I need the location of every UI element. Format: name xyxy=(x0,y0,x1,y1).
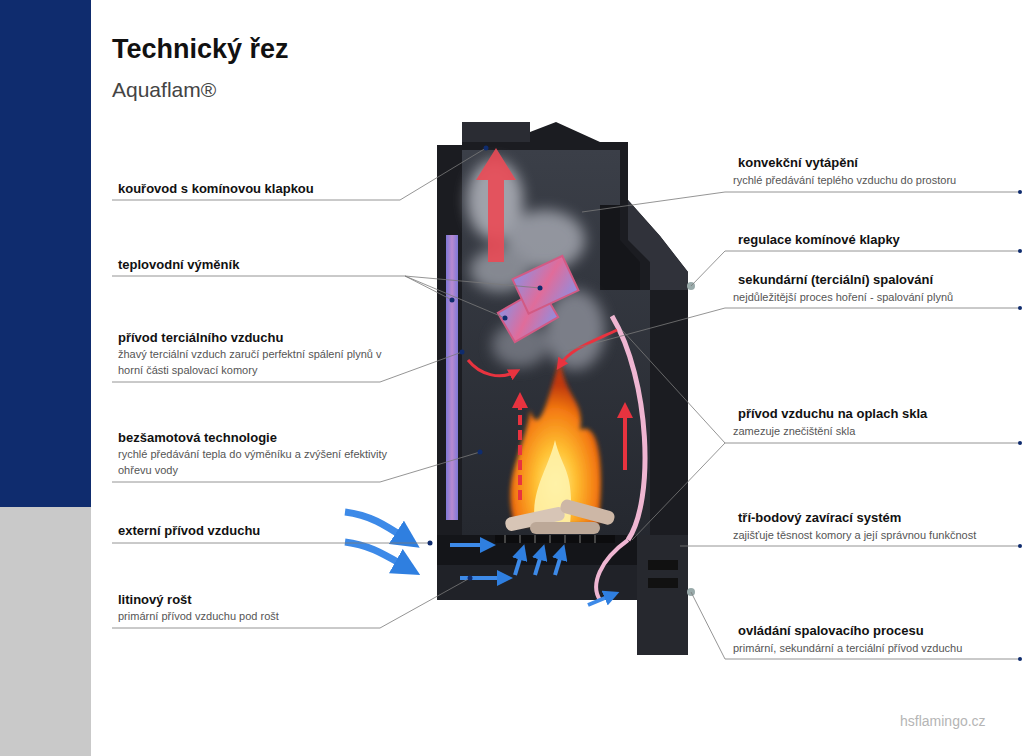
callout-text: rychlé předávání tepla do výměníku a zvý… xyxy=(118,447,396,479)
callout-heading: tří-bodový zavírací systém xyxy=(738,510,901,527)
watermark: hsflamingo.cz xyxy=(900,712,986,730)
logs xyxy=(504,498,616,534)
callout-heading: bezšamotová technologie xyxy=(118,430,277,447)
side-band xyxy=(0,0,91,507)
exchanger-plate xyxy=(512,256,578,314)
callout-heading: kouřovod s komínovou klapkou xyxy=(118,181,314,198)
callout-heading: regulace komínové klapky xyxy=(738,232,900,249)
callout-text: zamezuje znečištění skla xyxy=(733,424,1018,440)
hot-air-arrow xyxy=(468,148,625,500)
callout-heading: konvekční vytápění xyxy=(738,155,858,172)
callout-text: primární přívod vzduchu pod rošt xyxy=(118,609,396,625)
callout-text: nejdůležitější proces hoření - spalování… xyxy=(733,290,1018,306)
callout-text: primární, sekundární a terciální přívod … xyxy=(733,641,1018,657)
fireplace-body xyxy=(437,122,688,655)
water-exchanger xyxy=(446,235,458,520)
callout-heading: přívod vzduchu na oplach skla xyxy=(738,406,927,423)
callout-heading: litinový rošt xyxy=(118,592,192,609)
callout-text: zajišťuje těsnost komory a její správnou… xyxy=(733,528,1018,544)
leader-dot xyxy=(428,146,1023,662)
callout-heading: teplovodní výměník xyxy=(118,257,239,274)
callout-heading: ovládání spalovacího procesu xyxy=(738,623,924,640)
callout-text: rychlé předávání teplého vzduchu do pros… xyxy=(733,173,1018,189)
cold-air-arrow xyxy=(345,512,612,605)
page-title: Technický řez xyxy=(112,32,289,67)
callout-heading: sekundární (terciální) spalování xyxy=(738,272,933,289)
grate xyxy=(495,535,615,543)
callout-heading: přívod terciálního vzduchu xyxy=(118,330,283,347)
callout-text: žhavý terciální vzduch zaručí perfektní … xyxy=(118,347,396,379)
subtitle: Aquaflam® xyxy=(112,76,216,103)
callout-heading: externí přívod vzduchu xyxy=(118,523,260,540)
smoke xyxy=(467,160,605,370)
leader-line xyxy=(112,148,1020,659)
flame xyxy=(510,360,601,525)
rinse-air-tube xyxy=(596,540,628,600)
side-band xyxy=(0,507,91,756)
